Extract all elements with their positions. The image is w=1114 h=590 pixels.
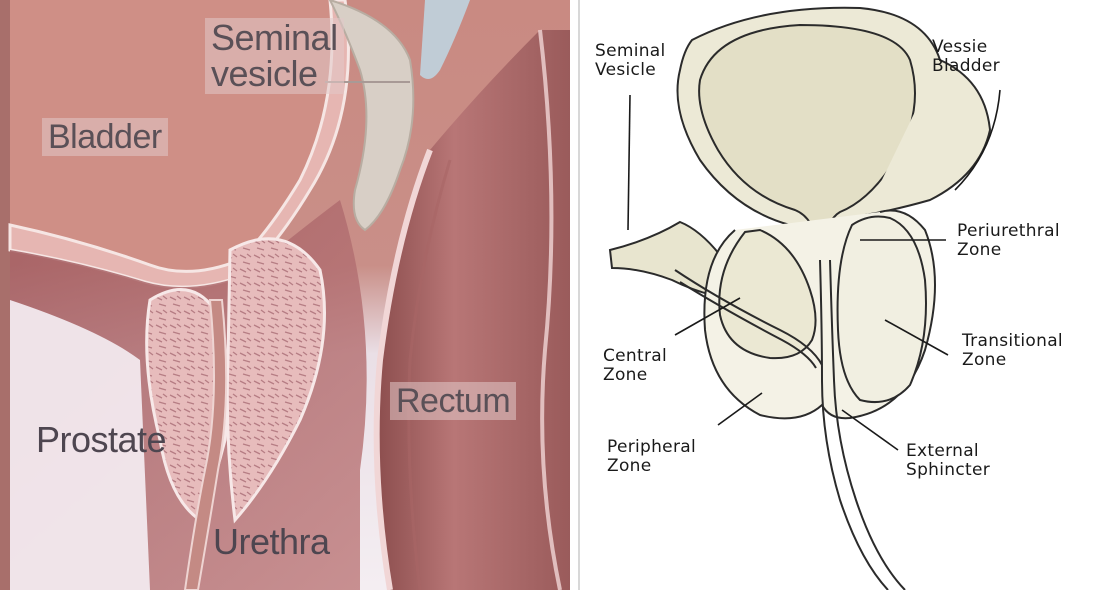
label-periurethral-zone: Periurethral Zone — [957, 222, 1060, 260]
label-vessie-bladder: Vessie Bladder — [932, 38, 1000, 76]
label-bladder: Bladder — [42, 118, 168, 156]
label-central-zone: Central Zone — [603, 347, 667, 385]
panel-divider — [578, 0, 580, 590]
label-seminal-vesicle: Seminal vesicle — [205, 18, 344, 94]
anatomy-illustration-panel: Seminal vesicle Bladder Rectum Prostate … — [0, 0, 570, 590]
leader-seminal-vesicle — [628, 95, 630, 230]
zone-diagram — [584, 0, 1114, 590]
label-peripheral-zone: Peripheral Zone — [607, 438, 696, 476]
leader-external-sphincter — [842, 410, 898, 450]
zone-diagram-panel: Seminal Vesicle Vessie Bladder Periureth… — [584, 0, 1114, 590]
label-transitional-zone: Transitional Zone — [962, 332, 1063, 370]
label-prostate: Prostate — [36, 422, 166, 458]
label-seminal-vesicle-zone: Seminal Vesicle — [595, 42, 666, 80]
label-rectum: Rectum — [390, 382, 516, 420]
label-urethra: Urethra — [213, 524, 330, 560]
label-external-sphincter: External Sphincter — [906, 442, 990, 480]
transitional-zone-outline — [838, 217, 926, 403]
